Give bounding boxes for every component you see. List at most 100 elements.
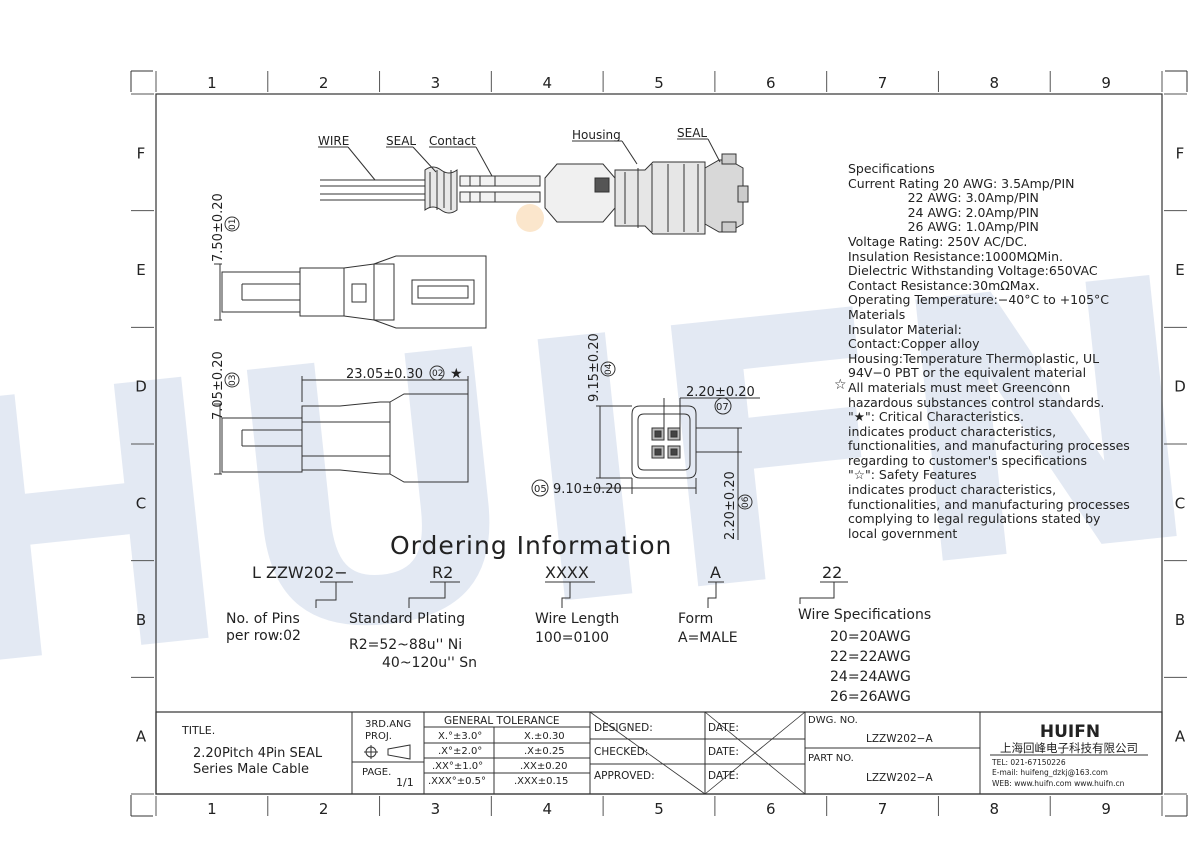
proj-line2: PROJ. — [365, 731, 392, 742]
form-value: A=MALE — [678, 630, 738, 646]
ordering-title: Ordering Information — [390, 531, 672, 560]
column-label: 1 — [207, 800, 217, 818]
plating-label: Standard Plating — [349, 611, 465, 627]
tol-lin-3: .XXX±0.15 — [514, 776, 568, 787]
designed-label: DESIGNED: — [594, 722, 653, 734]
dim-23-05: 23.05±0.30 02 ★ — [346, 365, 463, 382]
spec-line: complying to legal regulations stated by — [848, 511, 1101, 527]
row-label: E — [136, 261, 145, 279]
spec-line: Current Rating 20 AWG: 3.5Amp/PIN — [848, 175, 1075, 191]
spec-line: indicates product characteristics, — [848, 482, 1057, 498]
dim-7-50: 7.50±0.20 01 — [211, 193, 240, 262]
row-label: B — [1175, 611, 1185, 629]
plating-line2: 40~120u'' Sn — [382, 655, 477, 671]
tol-lin-0: X.±0.30 — [524, 731, 565, 742]
watermark-dot — [516, 204, 544, 232]
spec-line: local government — [848, 525, 958, 541]
company-web: WEB: www.huifn.com www.huifn.cn — [992, 779, 1125, 788]
company-logo: HUIFN — [1040, 722, 1100, 742]
front-view — [596, 397, 760, 540]
wire-value-20: 20=20AWG — [830, 629, 911, 645]
callout-seal-left: SEAL — [386, 134, 416, 148]
part-label: PART NO. — [808, 753, 854, 764]
page-value: 1/1 — [396, 776, 414, 789]
part-value: LZZW202−A — [866, 772, 933, 784]
company-tel: TEL: 021-67150226 — [991, 758, 1066, 767]
wire-value-24: 24=24AWG — [830, 669, 911, 685]
row-label: D — [135, 378, 147, 396]
column-label: 2 — [319, 74, 329, 92]
length-label: Wire Length — [535, 611, 619, 627]
pins-label: No. of Pins — [226, 611, 300, 627]
company-email: E-mail: huifeng_dzkj@163.com — [992, 768, 1108, 777]
spec-line: Operating Temperature:−40°C to +105°C — [848, 292, 1110, 308]
spec-line: Materials — [848, 306, 906, 322]
spec-line: functionalities, and manufacturing proce… — [848, 438, 1130, 454]
column-label: 5 — [654, 74, 664, 92]
spec-line: Housing:Temperature Thermoplastic, UL — [848, 350, 1100, 366]
date-approved: DATE: — [708, 770, 739, 782]
tol-ang-1: .X°±2.0° — [438, 746, 482, 757]
dim-d2-tag: 02 — [432, 369, 443, 379]
column-label: 4 — [542, 800, 552, 818]
proj-line1: 3RD.ANG — [365, 719, 411, 730]
pins-value: per row:02 — [226, 628, 301, 644]
spec-line: Contact:Copper alloy — [848, 336, 980, 352]
column-label: 5 — [654, 800, 664, 818]
spec-line: Insulation Resistance:1000MΩMin. — [848, 248, 1063, 264]
dim-d3-text: 7.05±0.20 — [211, 351, 226, 420]
column-label: 9 — [1101, 800, 1111, 818]
spec-line: All materials must meet Greenconn — [848, 379, 1071, 395]
callout-labels: WIRE SEAL Contact Housing SEAL — [318, 126, 707, 148]
wire-label: Wire Specifications — [798, 607, 931, 623]
title-line2: Series Male Cable — [193, 762, 309, 777]
row-label: A — [136, 728, 147, 746]
checked-label: CHECKED: — [594, 746, 648, 758]
column-label: 6 — [766, 800, 776, 818]
tolerance-header: GENERAL TOLERANCE — [444, 715, 560, 727]
row-label: B — [136, 611, 146, 629]
assembly-view — [318, 138, 749, 235]
column-label: 3 — [431, 74, 441, 92]
spec-line: Dielectric Withstanding Voltage:650VAC — [848, 263, 1098, 279]
dim-d7-text: 2.20±0.20 — [686, 385, 755, 400]
dwg-value: LZZW202−A — [866, 733, 933, 745]
approved-label: APPROVED: — [594, 770, 655, 782]
row-label: E — [1175, 261, 1184, 279]
spec-line: Insulator Material: — [848, 321, 962, 337]
date-designed: DATE: — [708, 722, 739, 734]
wire-value-26: 26=26AWG — [830, 689, 911, 705]
callout-seal-right: SEAL — [677, 126, 707, 140]
column-label: 7 — [878, 74, 888, 92]
spec-line: 94V−0 PBT or the equivalent material — [848, 365, 1087, 381]
spec-line: 22 AWG: 3.0Amp/PIN — [848, 190, 1039, 206]
column-label: 7 — [878, 800, 888, 818]
spec-line: "★": Critical Characteristics. — [848, 409, 1025, 425]
row-label: D — [1174, 378, 1186, 396]
company-name: 上海回峰电子科技有限公司 — [1000, 741, 1138, 755]
dim-d4-text: 9.15±0.20 — [587, 333, 602, 402]
ordering-code-wire: 22 — [822, 563, 842, 582]
row-label: F — [1176, 144, 1185, 162]
ordering-code-form: A — [710, 563, 721, 582]
length-value: 100=0100 — [535, 630, 609, 646]
zone-ticks — [131, 71, 1187, 816]
ordering-code-plating: R2 — [432, 563, 453, 582]
spec-line: hazardous substances control standards. — [848, 394, 1105, 410]
spec-line: "☆": Safety Features — [848, 467, 977, 483]
spec-line: Specifications — [848, 161, 935, 176]
callout-wire: WIRE — [318, 134, 349, 148]
dim-d6-tag: 06 — [741, 496, 751, 508]
svg-text:★: ★ — [450, 366, 463, 382]
spec-line: indicates product characteristics, — [848, 423, 1057, 439]
dwg-label: DWG. NO. — [808, 715, 858, 726]
spec-line: Voltage Rating: 250V AC/DC. — [848, 233, 1028, 249]
ordering-prefix: L ZZW202− — [252, 563, 348, 582]
tol-ang-0: X.°±3.0° — [438, 731, 482, 742]
top-view — [214, 255, 487, 329]
column-label: 2 — [319, 800, 329, 818]
